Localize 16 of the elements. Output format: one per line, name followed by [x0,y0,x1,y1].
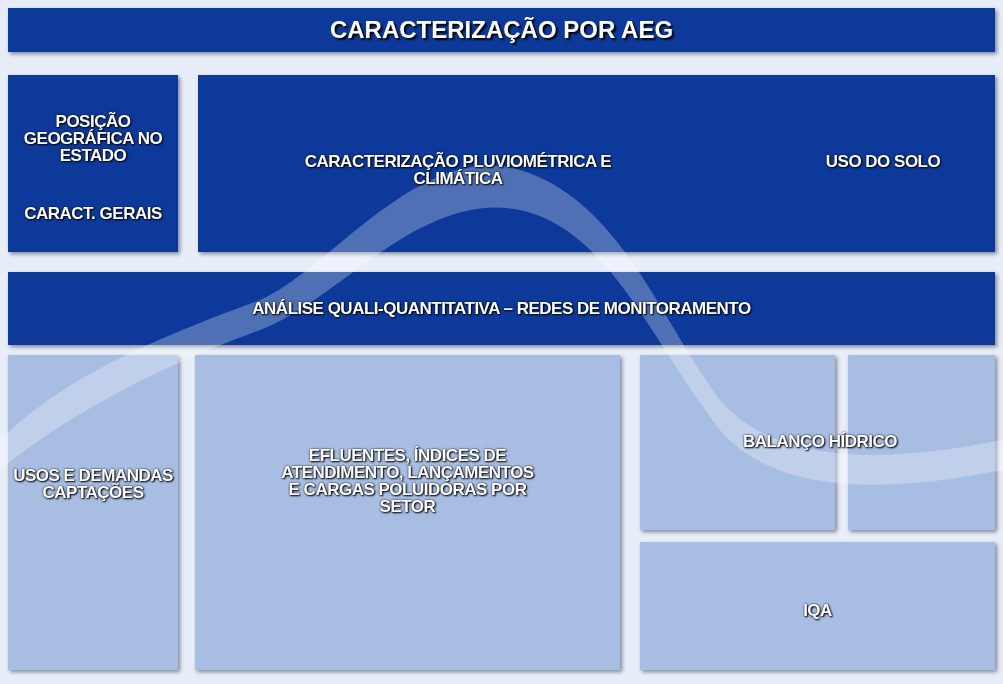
section-label: CARACT. GERAIS [23,205,163,222]
section-heading: CARACTERIZAÇÃO PLUVIOMÉTRICA E CLIMÁTICA [303,153,613,187]
section-heading: EFLUENTES, ÍNDICES DE ATENDIMENTO, LANÇAMENTOS E CARGAS POLUIDORAS POR SETOR [280,447,535,515]
section-heading: ANÁLISE QUALI-QUANTITATIVA – REDES DE MONITORAMENTO [251,300,752,317]
section-label: USO DO SOLO [824,153,942,170]
title-banner: CARACTERIZAÇÃO POR AEG [8,8,995,52]
section-heading: POSIÇÃO GEOGRÁFICA NO ESTADO [22,113,164,164]
section-heading: IQA [802,602,833,619]
topic-box [640,355,995,530]
section-box [8,75,178,252]
section-heading: USOS E DEMANDAS CAPTAÇÕES [13,467,173,501]
section-box [198,75,995,252]
section-box [8,272,995,345]
topic-box [8,355,178,670]
topic-box [195,355,620,670]
topic-box [640,542,995,670]
